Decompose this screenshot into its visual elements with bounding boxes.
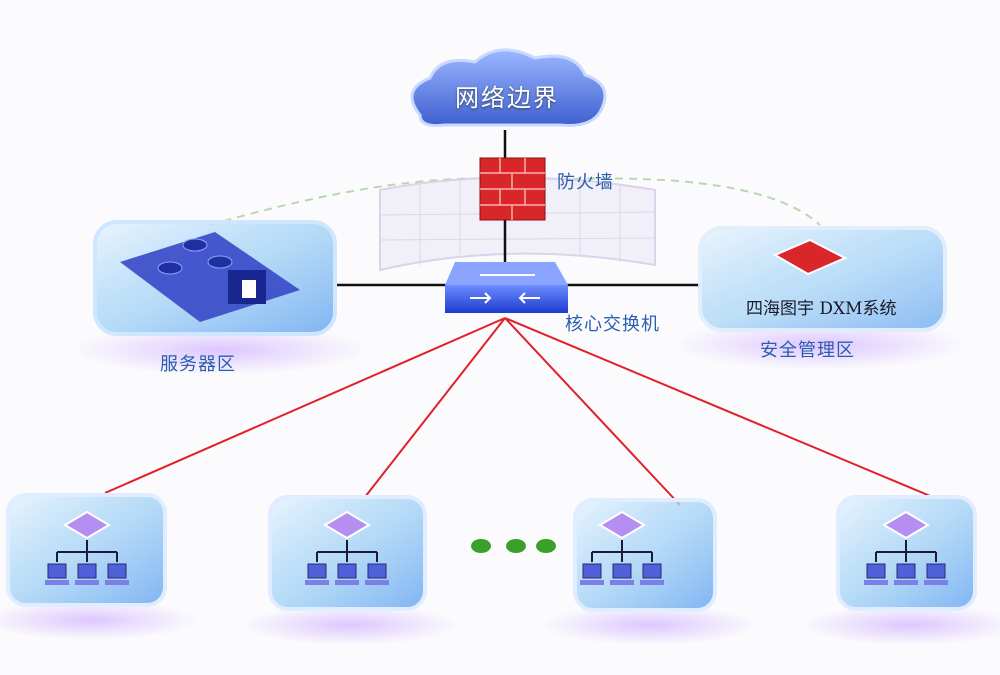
ellipsis-dots (471, 539, 556, 553)
network-boundary-cloud (410, 48, 607, 127)
access-zones (6, 493, 977, 612)
dxm-system-label: 四海图宇 DXM系统 (746, 299, 897, 319)
server-zone-box (93, 220, 337, 336)
access-shadow (800, 605, 1000, 645)
access-shadow (540, 605, 760, 645)
access-switch-computers-icon (580, 510, 664, 585)
server-zone-shadow (70, 325, 370, 375)
security-zone-shadow (670, 320, 970, 370)
network-boundary-label: 网络边界 (455, 84, 559, 112)
server-zone-label: 服务器区 (160, 354, 236, 375)
access-switch-computers-icon (864, 510, 948, 585)
access-shadow (0, 600, 200, 640)
access-line-3 (504, 317, 681, 506)
access-line-2 (364, 317, 506, 498)
access-line-4 (504, 317, 936, 499)
firewall-icon (479, 157, 546, 221)
access-switch-computers-icon (305, 510, 389, 585)
firewall-label: 防火墙 (557, 172, 614, 193)
access-shadow (240, 605, 460, 645)
access-lines (104, 317, 936, 506)
access-line-1 (104, 317, 506, 494)
access-zone-3 (573, 498, 717, 612)
glass-wall (379, 176, 656, 272)
access-switch-computers-icon (45, 510, 129, 585)
core-switch-icon (445, 262, 568, 313)
core-switch-label: 核心交换机 (565, 314, 660, 335)
security-zone-label: 安全管理区 (760, 340, 855, 361)
security-zone-box (698, 226, 947, 332)
